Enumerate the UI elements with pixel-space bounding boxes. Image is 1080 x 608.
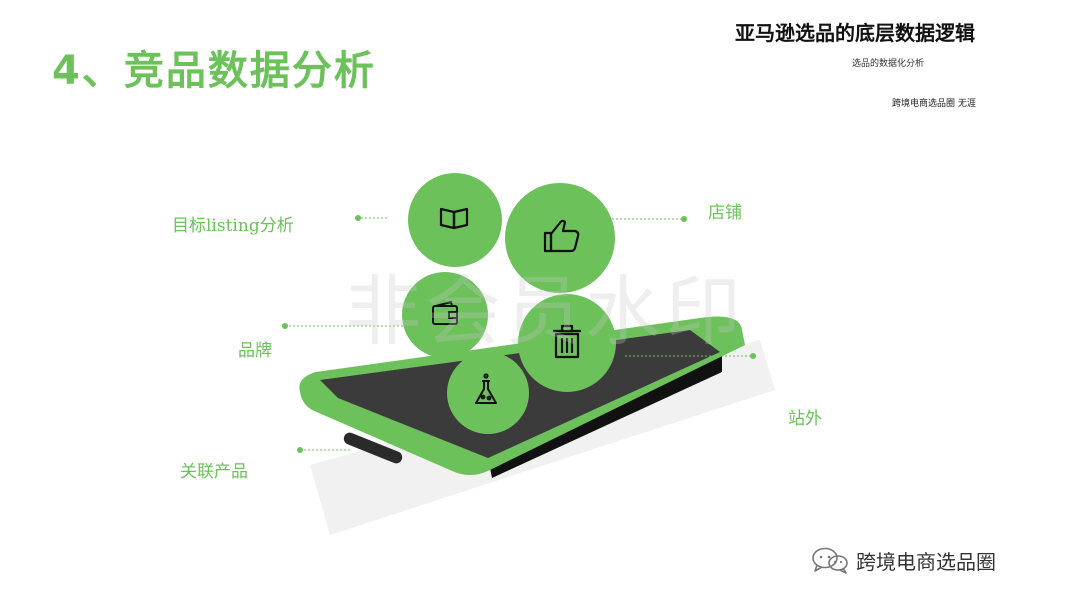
header-subtitle: 选品的数据化分析 — [852, 59, 925, 69]
footer-text: 跨境电商选品圈 — [856, 549, 996, 574]
flask-icon — [475, 373, 497, 404]
wallet-icon — [432, 301, 458, 325]
label-store: 店铺 — [708, 203, 742, 223]
leader-related-dot — [297, 447, 303, 453]
label-related-products: 关联产品 — [180, 462, 248, 482]
header-title: 亚马逊选品的底层数据逻辑 — [735, 21, 975, 45]
trash-icon — [553, 324, 581, 359]
header-author: 跨境电商选品圈 无涯 — [892, 99, 976, 109]
label-brand: 品牌 — [238, 341, 272, 361]
watermark: 非会员水印 — [345, 267, 745, 356]
bubble-related-products — [447, 352, 529, 434]
book-icon — [439, 207, 469, 230]
leader-store-dot — [681, 216, 687, 222]
thumbs-up-icon — [543, 219, 580, 253]
bubble-brand — [402, 272, 488, 358]
page-title: 4、竞品数据分析 — [52, 48, 376, 94]
label-target-listing: 目标listing分析 — [172, 216, 294, 236]
leader-target-dot — [355, 215, 361, 221]
leader-offsite-dot — [750, 353, 756, 359]
phone-home-button — [343, 432, 403, 464]
wechat-icon — [812, 547, 848, 574]
label-offsite: 站外 — [788, 409, 822, 429]
footer-brand: 跨境电商选品圈 — [810, 545, 996, 575]
bubble-store — [505, 183, 615, 293]
leader-brand-dot — [282, 323, 288, 329]
